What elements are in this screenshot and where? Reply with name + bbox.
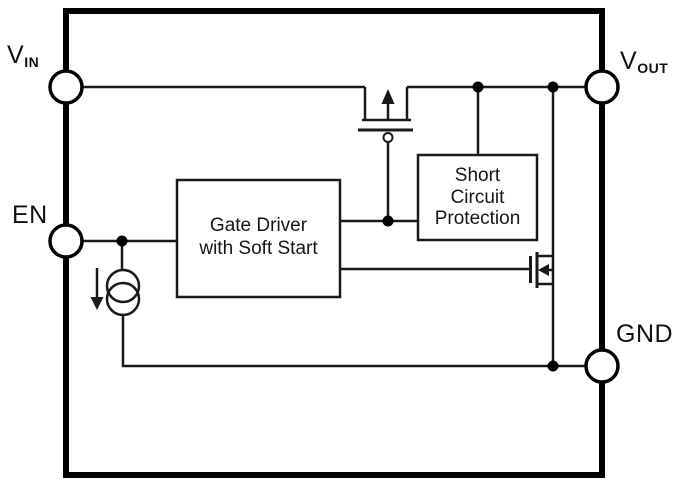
short-circuit-protection-caption: Short Circuit Protection [418, 155, 537, 240]
scp-caption-line3: Protection [434, 208, 521, 230]
en-label-main: EN [12, 201, 48, 229]
vout-label-main: V [620, 47, 638, 75]
junction-dot [472, 81, 484, 93]
pin-terminals [48, 69, 620, 384]
gnd-label: GND [616, 320, 674, 349]
vin-label-sub: IN [24, 54, 40, 70]
vout-label: VOUT [620, 47, 669, 76]
gnd-pin [584, 348, 620, 384]
nmos-body-arrowhead-icon [538, 264, 549, 276]
gate-driver-caption-line1: Gate Driver [209, 214, 308, 236]
junction-dot [382, 215, 394, 227]
gate-driver-caption-line2: with Soft Start [199, 237, 318, 259]
vout-label-sub: OUT [637, 60, 669, 76]
junction-dot [116, 235, 128, 247]
junction-dot [547, 360, 559, 372]
vin-label-main: V [7, 41, 25, 69]
scp-caption-line2: Circuit [450, 186, 505, 208]
junction-dot [547, 81, 559, 93]
short-circuit-protection-block [416, 153, 539, 242]
down-arrow-icon [90, 297, 104, 310]
vin-label: VIN [7, 41, 40, 70]
en-label: EN [12, 201, 48, 230]
pmos-body-arrowhead-icon [381, 89, 395, 104]
current-source-symbol [90, 268, 141, 317]
gate-driver-caption: Gate Driver with Soft Start [177, 178, 340, 295]
current-source-top-circle [105, 268, 141, 304]
en-pin [48, 223, 84, 259]
vin-pin [48, 69, 84, 105]
vout-pin [584, 69, 620, 105]
nmos-discharge-fet-symbol [529, 252, 553, 288]
junction-dots [116, 81, 559, 372]
current-source-bottom-circle [105, 281, 141, 317]
gate-driver-block [175, 178, 342, 299]
pmos-pass-fet-symbol [358, 87, 413, 143]
gnd-label-main: GND [616, 320, 674, 348]
wire-ground-rail [121, 314, 586, 368]
pmos-gate-bubble [382, 132, 394, 143]
scp-caption-line1: Short [454, 165, 501, 187]
